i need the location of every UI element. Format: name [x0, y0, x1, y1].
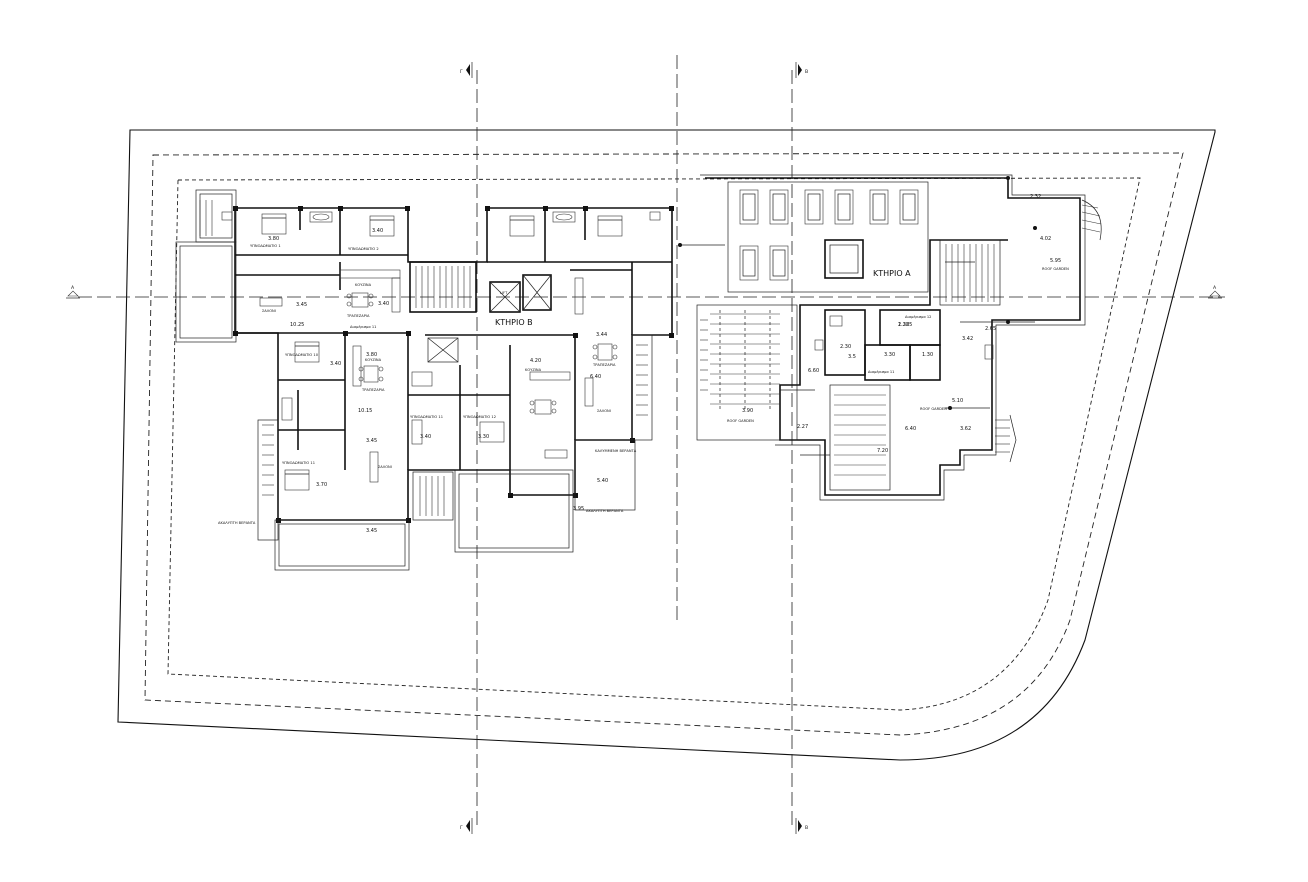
section-label-b-bottom: Β: [805, 825, 808, 831]
room-b-13-label: ΚΟΥΖΙΝΑ: [525, 368, 542, 372]
building-b: LIFT: [175, 189, 674, 571]
terrace-south-b1: [274, 519, 410, 571]
room-b-4-label: ΣΑΛΟΝΙ: [262, 309, 276, 313]
room-b-15-label: ΣΑΛΟΝΙ: [597, 409, 611, 413]
room-b-11-dim: 3.70: [316, 482, 327, 488]
section-label-g-bottom: Γ: [460, 825, 463, 831]
room-b-18-label: ΚΑΛΥΜΜΕΝΗ ΒΕΡΑΝΤΑ: [595, 449, 637, 453]
dim-a-7: 3.62: [960, 426, 971, 432]
dim-a-1: 2.27: [797, 424, 808, 430]
section-marker-bottom-left: Γ: [460, 818, 473, 834]
dim-a-4: 6.60: [808, 368, 819, 374]
dim-a-12: 2.30: [840, 344, 851, 350]
room-a-2-label: ROOF GARDEN: [920, 407, 947, 411]
room-b-10-label: ΣΑΛΟΝΙ: [378, 465, 392, 469]
room-b-3-label: ΚΟΥΖΙΝΑ: [355, 283, 372, 287]
room-b-2-label: ΥΠΝΟΔΩΜΑΤΙΟ 2: [348, 247, 379, 251]
room-a-1-dim: 3.90: [742, 408, 753, 414]
dim-a-9: 2.65: [985, 326, 996, 332]
room-b-9-dim: 10.15: [358, 408, 372, 414]
lift-shaft: [489, 281, 521, 313]
room-b-11-label: ΥΠΝΟΔΩΜΑΤΙΟ 11: [282, 461, 315, 465]
room-b-13-dim: 4.20: [530, 358, 541, 364]
building-a-label: ΚΤΗΡΙΟ Α: [873, 269, 911, 278]
room-b-19-dim: 3.95: [573, 506, 584, 512]
dim-a-5: 7.20: [877, 448, 888, 454]
terrace-west: [175, 241, 237, 343]
room-b-18-dim: 5.40: [597, 478, 608, 484]
parking-area: [727, 181, 929, 293]
room-b-16-dim: 3.40: [420, 434, 431, 440]
section-marker-left: A: [66, 285, 80, 299]
section-label-a-left: A: [71, 285, 75, 291]
room-b-8-label: ΚΟΥΖΙΝΑ: [365, 358, 382, 362]
section-marker-top-left: Γ: [460, 62, 473, 78]
room-b-6-label: Διαμέρισμα 11: [350, 325, 376, 329]
site-boundary: [117, 129, 1216, 761]
dim-a-10: 1.30: [922, 352, 933, 358]
room-a-3-dim: 5.95: [1050, 258, 1061, 264]
room-a-4-label: Διαμέρισμα 11: [868, 370, 894, 374]
setback-line-inner: [167, 177, 1141, 711]
room-b-4-dim: 3.45: [296, 302, 307, 308]
dim-a-6: 6.40: [905, 426, 916, 432]
room-b-1-label: ΥΠΝΟΔΩΜΑΤΙΟ 1: [250, 244, 281, 248]
room-b-5-label: ΤΡΑΠΕΖΑΡΙΑ: [346, 314, 370, 318]
room-b-12-dim: 3.45: [366, 528, 377, 534]
section-marker-bottom-right: Β: [795, 818, 808, 834]
room-b-19-label: ΑΚΑΛΥΠΤΗ ΒΕΡΑΝΤΑ: [586, 509, 624, 513]
dim-a-3: 4.02: [1040, 236, 1051, 242]
room-a-1-label: ROOF GARDEN: [727, 419, 754, 423]
room-b-12-label: ΑΚΑΛΥΠΤΗ ΒΕΡΑΝΤΑ: [218, 521, 256, 525]
section-marker-top-right: Β: [795, 62, 808, 78]
room-b-15-dim: 6.40: [590, 374, 601, 380]
room-a-5-label: Διαμέρισμα 12: [905, 315, 931, 319]
section-label-b-top: Β: [805, 69, 808, 75]
lift-label: LIFT: [500, 291, 508, 295]
room-b-10-dim: 3.45: [366, 438, 377, 444]
room-b-7-label: ΥΠΝΟΔΩΜΑΤΙΟ 10: [285, 353, 319, 357]
setback-line-outer: [144, 152, 1184, 736]
room-a-4-dim: 3.30: [884, 352, 895, 358]
building-a-roof-outline: [705, 177, 1081, 496]
terrace-south-b2: [454, 469, 574, 553]
roof-garden-west: [696, 304, 798, 441]
room-b-5-dim: 10.25: [290, 322, 304, 328]
building-b-label: ΚΤΗΡΙΟ Β: [495, 318, 533, 327]
room-b-17-label: ΥΠΝΟΔΩΜΑΤΙΟ 12: [463, 415, 496, 419]
room-b-14-label: ΤΡΑΠΕΖΑΡΙΑ: [592, 363, 616, 367]
room-b-17-dim: 3.30: [478, 434, 489, 440]
section-marker-right: A: [1208, 285, 1222, 299]
dim-a-8: 3.42: [962, 336, 973, 342]
room-b-9-label: ΤΡΑΠΕΖΑΡΙΑ: [361, 388, 385, 392]
room-b-16-label: ΥΠΝΟΔΩΜΑΤΙΟ 11: [410, 415, 443, 419]
dim-a-2: 2.32: [1030, 194, 1041, 200]
dim-a-13: 3.5: [848, 354, 856, 360]
section-label-a-right: A: [1213, 285, 1217, 291]
room-a-2-dim: 5.10: [952, 398, 963, 404]
terrace-south-b3: [574, 439, 636, 511]
room-b-7-dim: 3.80: [366, 352, 377, 358]
building-a: ΚΤΗΡΙΟ Α ROOF GARDEN 3.90 ROOF GARDEN 5.…: [678, 174, 1102, 501]
room-a-3-label: ROOF GARDEN: [1042, 267, 1069, 271]
stair-core-b: [409, 261, 477, 313]
room-b-1-dim: 3.80: [268, 236, 279, 242]
room-b-3-dim: 3.40: [378, 301, 389, 307]
dim-a-11: 1.38: [898, 322, 909, 328]
section-label-g-top: Γ: [460, 69, 463, 75]
room-b-2-dim: 3.40: [372, 228, 383, 234]
room-b-14-dim: 3.44: [596, 332, 607, 338]
balcony-nw: [195, 189, 237, 243]
room-a-5-dim: 2.225: [898, 322, 912, 328]
room-b-8-dim: 3.40: [330, 361, 341, 367]
